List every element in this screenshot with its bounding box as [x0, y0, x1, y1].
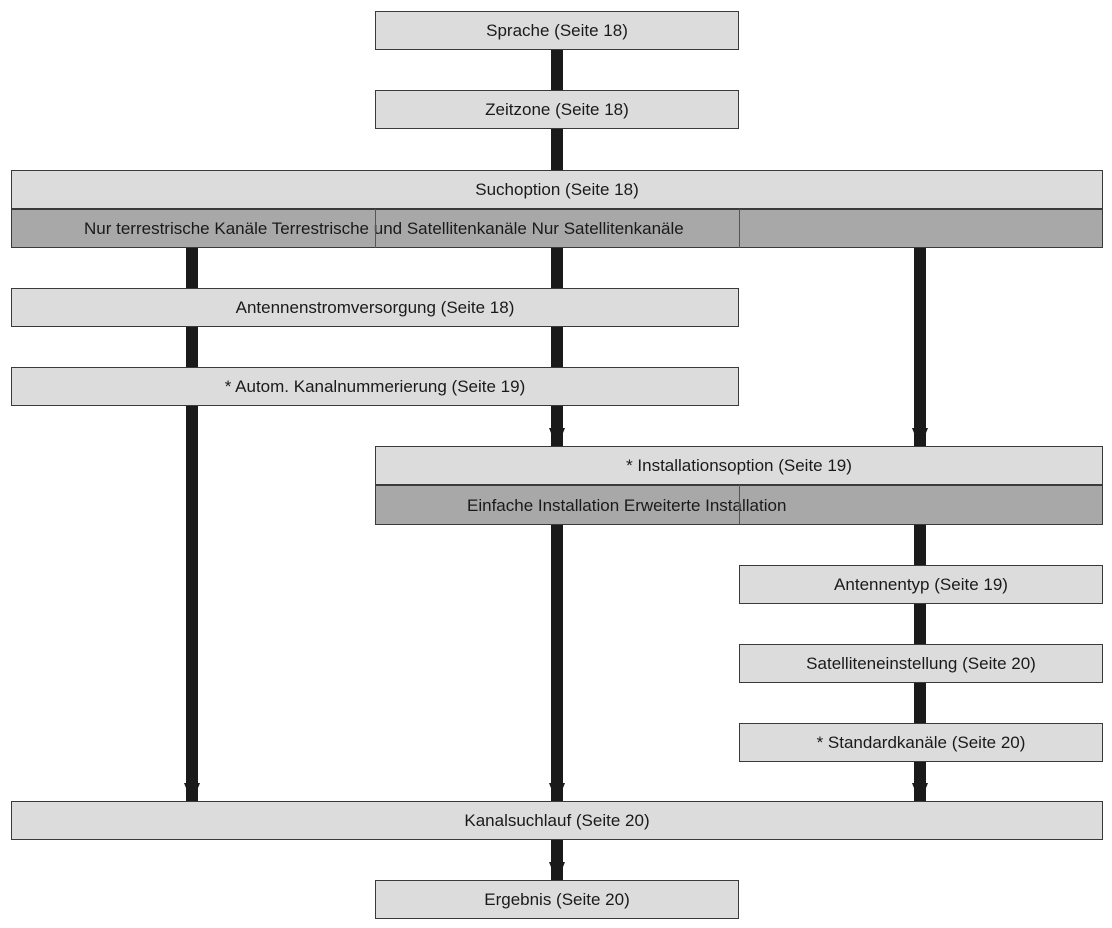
suchoption-divider-2: [739, 209, 740, 248]
box-installation-choices-label: Einfache Installation Erweiterte Install…: [467, 495, 787, 515]
suchoption-divider-1: [375, 209, 376, 248]
installation-divider: [739, 485, 740, 525]
box-satelliteneinstellung: Satelliteneinstellung (Seite 20): [739, 644, 1103, 683]
box-installationsoption-label: * Installationsoption (Seite 19): [626, 456, 852, 475]
box-sprache-label: Sprache (Seite 18): [486, 21, 628, 40]
box-zeitzone: Zeitzone (Seite 18): [375, 90, 739, 129]
box-standardkanaele: * Standardkanäle (Seite 20): [739, 723, 1103, 762]
box-kanalnummerierung-label: * Autom. Kanalnummerierung (Seite 19): [224, 377, 526, 396]
box-sprache: Sprache (Seite 18): [375, 11, 739, 50]
box-installationsoption: * Installationsoption (Seite 19): [375, 446, 1103, 485]
box-kanalnummerierung: * Autom. Kanalnummerierung (Seite 19): [11, 367, 739, 406]
box-zeitzone-label: Zeitzone (Seite 18): [485, 100, 629, 119]
box-antennentyp: Antennentyp (Seite 19): [739, 565, 1103, 604]
box-ergebnis: Ergebnis (Seite 20): [375, 880, 739, 919]
box-suchoption-choices: Nur terrestrische Kanäle Terrestrische u…: [11, 209, 1103, 248]
box-antennenstromversorgung-label: Antennenstromversorgung (Seite 18): [235, 298, 515, 317]
box-suchoption-label: Suchoption (Seite 18): [475, 180, 639, 199]
box-standardkanaele-label: * Standardkanäle (Seite 20): [816, 733, 1026, 752]
box-suchoption-choices-label: Nur terrestrische Kanäle Terrestrische u…: [84, 219, 684, 238]
box-antennenstromversorgung: Antennenstromversorgung (Seite 18): [11, 288, 739, 327]
box-suchoption: Suchoption (Seite 18): [11, 170, 1103, 209]
box-ergebnis-label: Ergebnis (Seite 20): [484, 890, 630, 909]
box-kanalsuchlauf: Kanalsuchlauf (Seite 20): [11, 801, 1103, 840]
box-kanalsuchlauf-label: Kanalsuchlauf (Seite 20): [464, 811, 650, 830]
box-antennentyp-label: Antennentyp (Seite 19): [834, 575, 1008, 594]
box-satelliteneinstellung-label: Satelliteneinstellung (Seite 20): [806, 654, 1036, 673]
